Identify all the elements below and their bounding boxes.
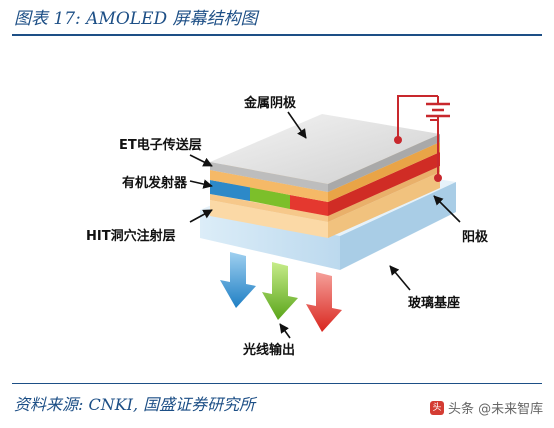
figure-source: 资料来源: CNKI, 国盛证券研究所 — [14, 395, 256, 414]
green-light-arrow — [262, 262, 298, 320]
anode-terminal — [434, 174, 442, 182]
metal-cathode — [210, 114, 440, 192]
label-glass-substrate: 玻璃基座 — [408, 296, 461, 311]
figure-title: 图表 17: AMOLED 屏幕结构图 — [14, 9, 258, 29]
red-light-arrow — [306, 272, 342, 332]
source-rule — [12, 383, 542, 384]
label-emitter: 有机发射器 — [122, 176, 188, 191]
title-rule — [12, 34, 542, 36]
label-pointers — [189, 111, 461, 291]
label-metal-cathode: 金属阴极 — [244, 96, 297, 111]
watermark: 头 头条 @未来智库 — [430, 398, 543, 417]
light-output-arrows — [220, 252, 342, 332]
circuit-wire — [397, 95, 450, 178]
label-htl: HIT洞穴注射层 — [86, 229, 176, 244]
light-output-pointer — [279, 323, 291, 339]
label-light-output: 光线输出 — [243, 343, 296, 358]
watermark-logo-icon: 头 — [430, 400, 444, 415]
blue-light-arrow — [220, 252, 256, 308]
cathode-terminal — [394, 136, 402, 144]
watermark-text: 头条 @未来智库 — [448, 402, 544, 417]
label-etl: ET电子传送层 — [119, 138, 202, 153]
label-anode: 阳极 — [462, 230, 489, 245]
